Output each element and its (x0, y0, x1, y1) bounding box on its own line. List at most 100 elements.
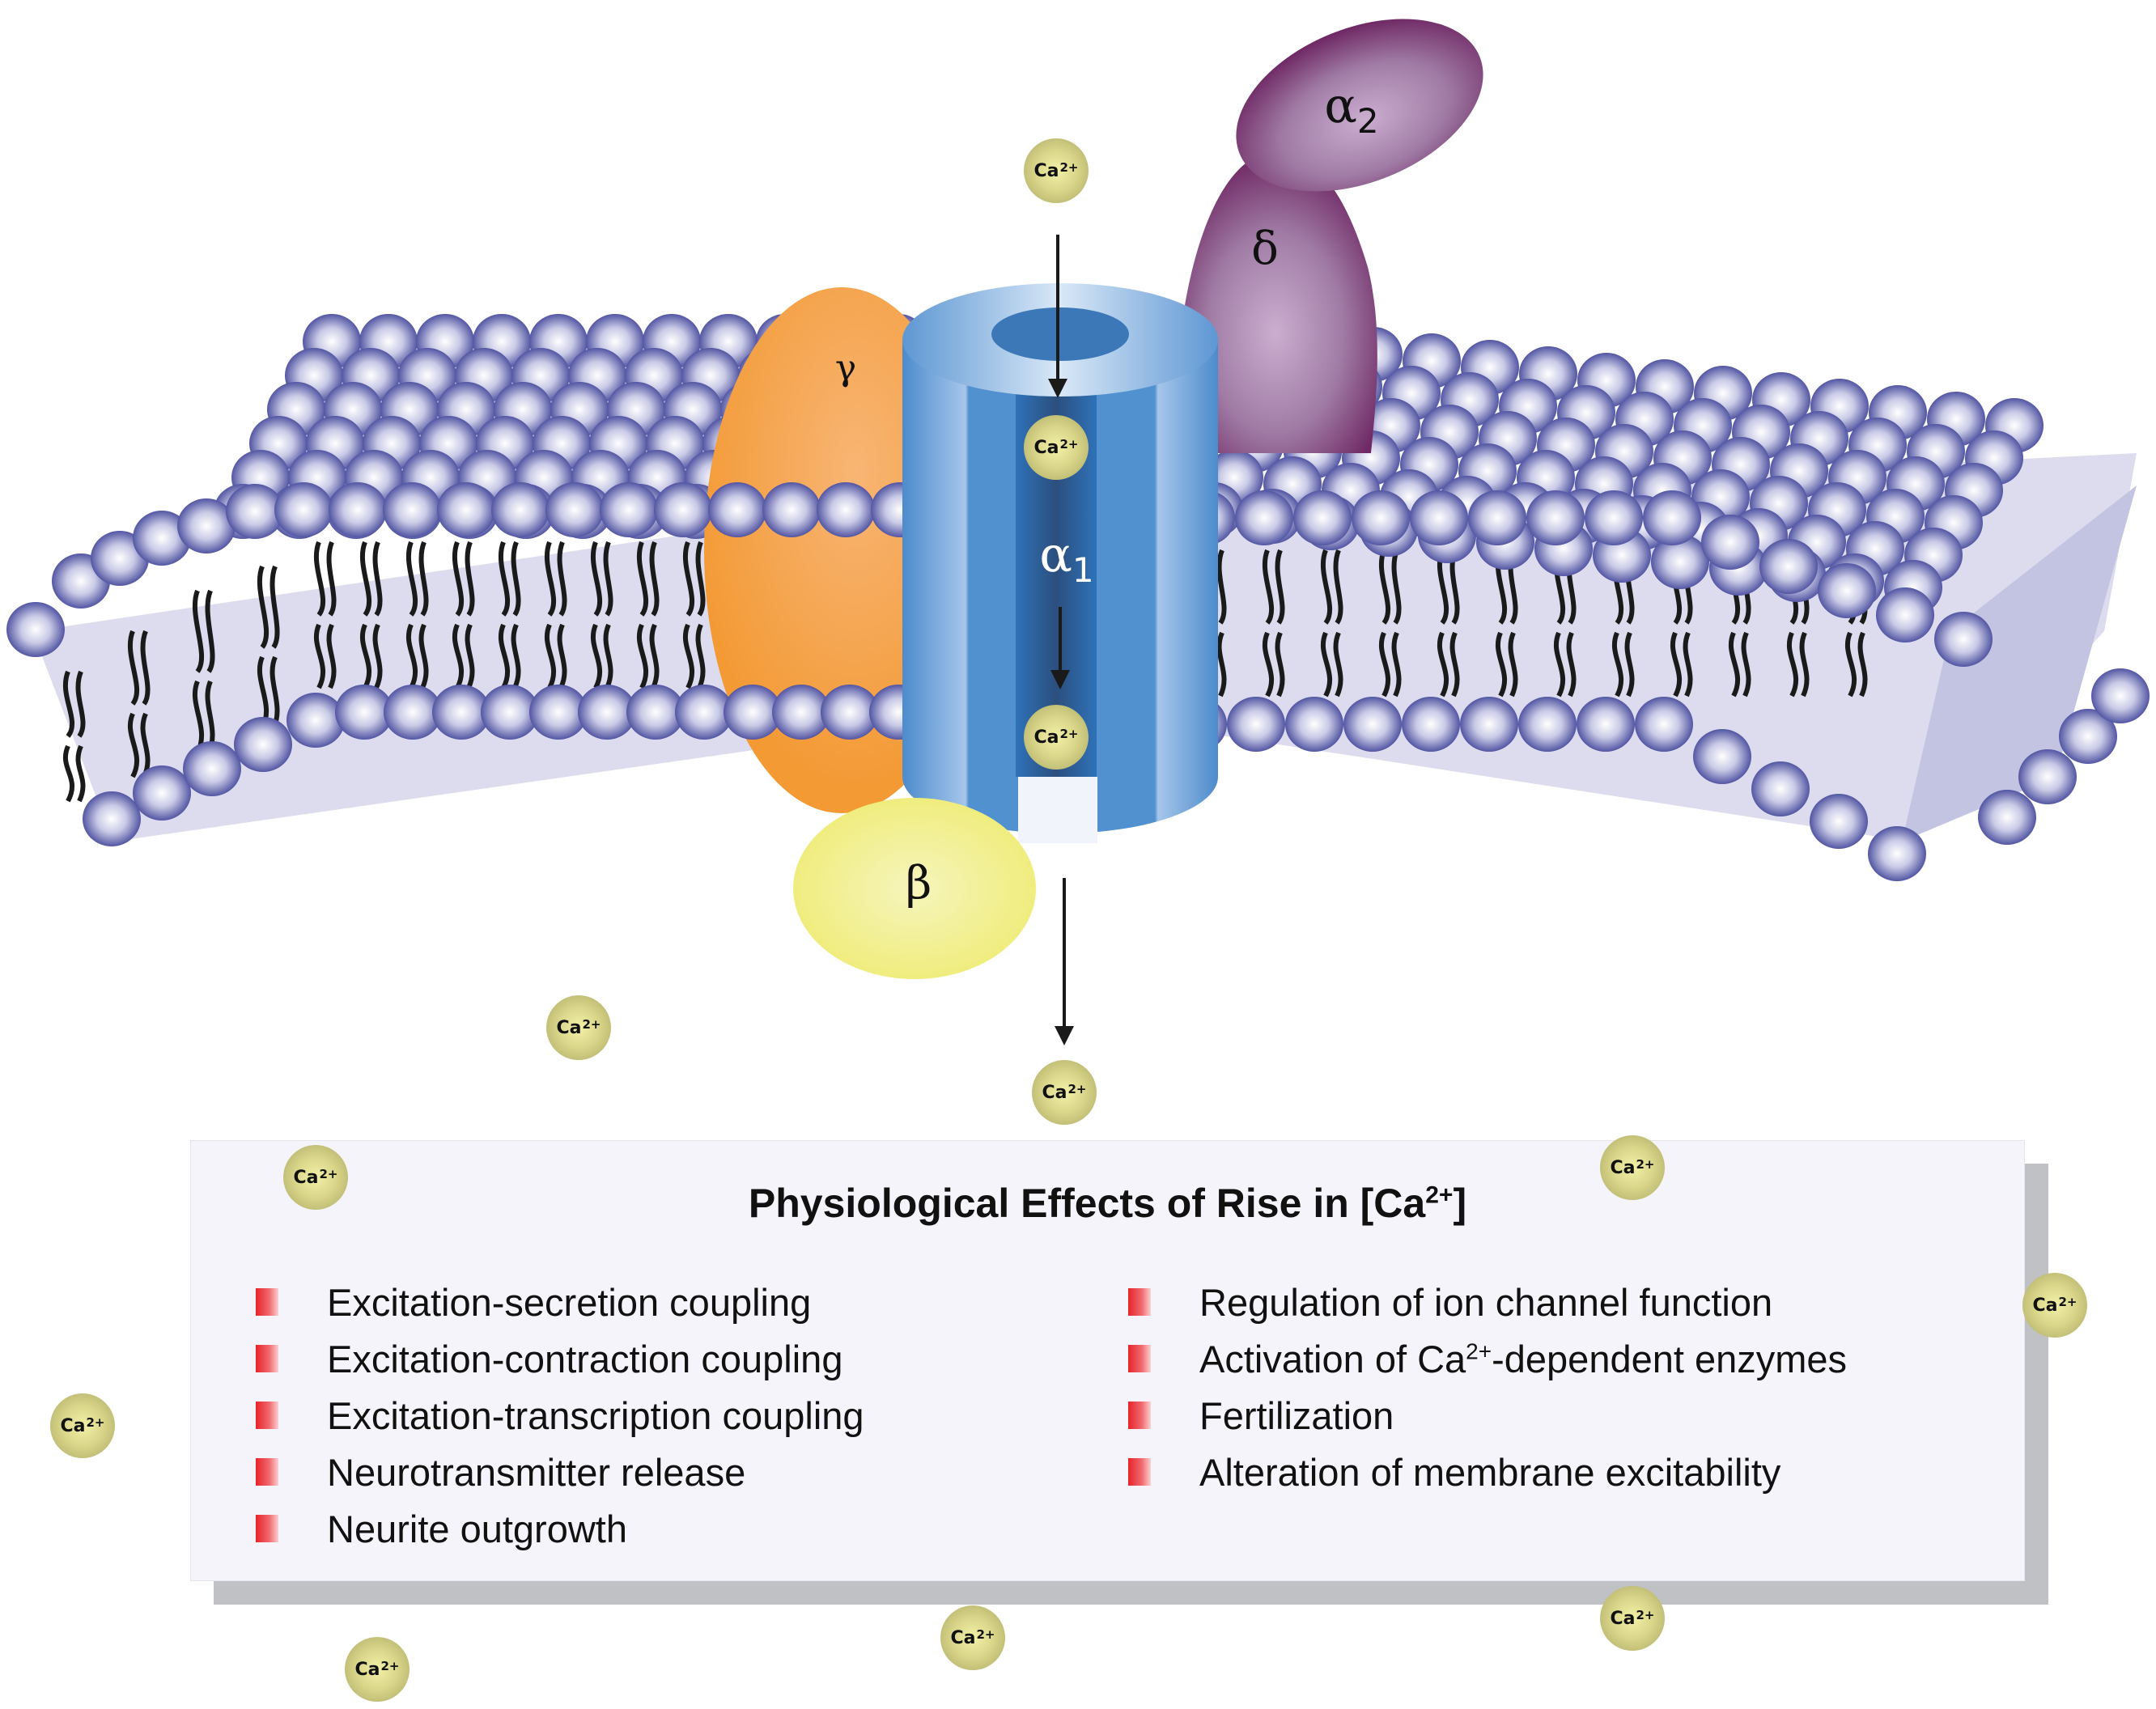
lipid-head (578, 685, 636, 740)
lipid-tail (590, 541, 613, 689)
lipid-tail (127, 630, 151, 778)
membrane-right-side (1902, 486, 2137, 842)
lipid-head (183, 741, 241, 796)
lipid-head (1402, 697, 1460, 752)
lipid-head (1651, 534, 1709, 589)
lipid-tail (192, 589, 215, 754)
lipid-head (529, 685, 588, 740)
lipid-head (1227, 697, 1285, 752)
lipid-head (1868, 826, 1926, 881)
bullet-icon (256, 1288, 278, 1316)
list-item-label: Neurite outgrowth (327, 1507, 627, 1550)
lipid-head (481, 685, 539, 740)
item-suffix: -dependent enzymes (1492, 1337, 1848, 1380)
list-item-label: Activation of Ca2+-dependent enzymes (1199, 1337, 1847, 1381)
lipid-head (1643, 490, 1701, 545)
lipid-head (1701, 515, 1759, 570)
alpha2-label: α2 (1324, 78, 1378, 141)
lipid-head (545, 482, 604, 537)
lipid-tail (1262, 549, 1285, 698)
bullet-icon (1128, 1402, 1151, 1429)
list-item-label: Alteration of membrane excitability (1199, 1450, 1781, 1494)
lipid-tail (544, 541, 567, 689)
info-box-title: Physiological Effects of Rise in [Ca2+] (191, 1180, 2024, 1227)
lipid-head (234, 717, 292, 772)
lipid-tail (636, 541, 660, 689)
lipid-head (600, 482, 658, 537)
lipid-head (1285, 697, 1343, 752)
lipid-tail (682, 541, 706, 689)
lipid-head (1343, 697, 1402, 752)
lipid-head (384, 685, 442, 740)
lipid-head (1410, 490, 1468, 545)
lipid-head (724, 685, 782, 740)
lipid-head (1468, 490, 1526, 545)
list-item-label: Excitation-transcription coupling (327, 1393, 864, 1437)
alpha2-symbol: α (1324, 78, 1357, 134)
lipid-head (432, 685, 490, 740)
lipid-head (1577, 697, 1635, 752)
lipid-head (177, 498, 236, 553)
lipid-tail (405, 541, 429, 689)
alpha1-symbol: α (1039, 527, 1072, 583)
list-item: Activation of Ca2+-dependent enzymes (1128, 1330, 1847, 1387)
lipid-tail (1495, 549, 1518, 698)
lipid-head (1810, 794, 1868, 849)
lipid-tail (1553, 549, 1577, 698)
item-prefix: Activation of Ca (1199, 1337, 1466, 1380)
lipid-head (1818, 563, 1876, 618)
gamma-label: γ (834, 347, 857, 389)
lipid-tail (1378, 549, 1402, 698)
lipid-head (1876, 587, 1934, 642)
title-superscript: 2+ (1425, 1181, 1454, 1209)
info-box: Physiological Effects of Rise in [Ca2+] … (190, 1140, 2025, 1581)
list-item-label: Excitation-secretion coupling (327, 1280, 812, 1324)
lipid-head (2018, 749, 2077, 804)
beta-subunit (793, 798, 1036, 979)
list-item-label: Regulation of ion channel function (1199, 1280, 1773, 1324)
lipid-head (1759, 539, 1818, 594)
beta-label: β (905, 857, 932, 910)
lipid-head (654, 482, 712, 537)
lipid-head (83, 791, 141, 846)
lipid-head (817, 482, 875, 537)
lipid-tail (1670, 549, 1693, 698)
lipid-head (274, 482, 333, 537)
title-suffix: ] (1453, 1181, 1467, 1226)
lipid-head (226, 484, 284, 539)
lipid-head (626, 685, 685, 740)
lipid-tail (1320, 549, 1343, 698)
bullet-icon (1128, 1458, 1151, 1486)
bullet-icon (1128, 1288, 1151, 1316)
lipid-head (491, 482, 550, 537)
lipid-head (133, 511, 191, 566)
list-item: Neurotransmitter release (256, 1444, 864, 1500)
bullet-icon (256, 1345, 278, 1372)
lipid-head (821, 685, 879, 740)
lipid-head (2091, 668, 2150, 723)
list-item: Neurite outgrowth (256, 1500, 864, 1557)
lipid-head (762, 482, 821, 537)
list-item-label: Excitation-contraction coupling (327, 1337, 843, 1380)
lipid-tail (62, 670, 86, 803)
bullet-icon (256, 1402, 278, 1429)
lipid-head (335, 685, 393, 740)
lipid-tail (452, 541, 475, 689)
delta-label: δ (1251, 223, 1279, 276)
lipid-head (1518, 697, 1577, 752)
list-item-label: Fertilization (1199, 1393, 1394, 1437)
lipid-tail (257, 565, 280, 730)
lipid-head (1751, 761, 1810, 816)
list-item: Excitation-contraction coupling (256, 1330, 864, 1387)
